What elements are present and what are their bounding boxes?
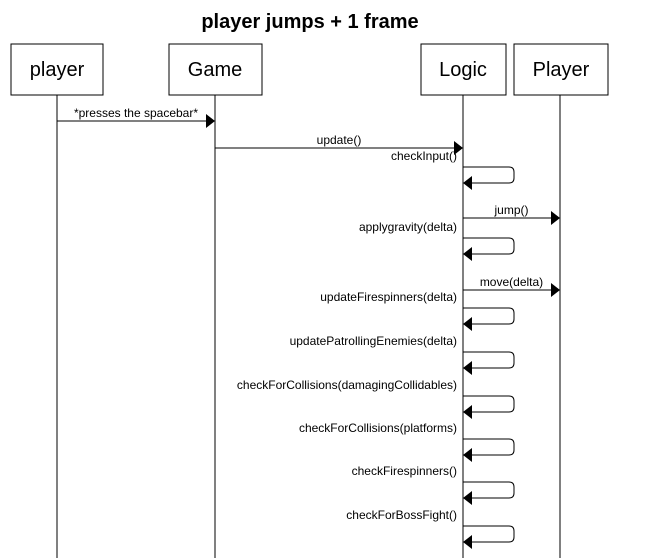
message-label: checkForBossFight() — [346, 508, 457, 522]
arrowhead — [463, 317, 472, 331]
message-label: checkInput() — [391, 149, 457, 163]
message-line — [463, 395, 515, 413]
message-label: checkForCollisions(platforms) — [299, 421, 457, 435]
arrowhead — [463, 247, 472, 261]
messages: *presses the spacebar* update() checkInput… — [57, 106, 560, 549]
message-label: applygravity(delta) — [359, 220, 457, 234]
message: checkInput() — [391, 149, 515, 190]
message-label: checkForCollisions(damagingCollidables) — [237, 378, 457, 392]
arrowhead — [206, 114, 215, 128]
message: applygravity(delta) — [359, 220, 515, 261]
message: updateFirespinners(delta) — [320, 290, 515, 331]
participant-label: Player — [533, 59, 590, 81]
arrowhead — [551, 283, 560, 297]
arrowhead — [454, 141, 463, 155]
participant-box — [10, 43, 104, 96]
message: checkForBossFight() — [346, 508, 515, 549]
message-line — [463, 166, 515, 184]
message-label: move(delta) — [480, 275, 543, 289]
participant-player-object: Player — [513, 43, 609, 96]
message-line — [463, 525, 515, 543]
message-line — [463, 351, 515, 369]
arrowhead — [463, 491, 472, 505]
arrowhead — [463, 448, 472, 462]
message: checkForCollisions(damagingCollidables) — [237, 378, 515, 419]
message: checkFirespinners() — [352, 464, 515, 505]
message-label: updatePatrollingEnemies(delta) — [290, 334, 457, 348]
arrowhead — [463, 361, 472, 375]
message: jump() — [463, 203, 560, 225]
message: update() — [215, 133, 463, 155]
message-line — [463, 481, 515, 499]
message-label: updateFirespinners(delta) — [320, 290, 457, 304]
message-label: jump() — [493, 203, 528, 217]
participant-box — [420, 43, 507, 96]
arrowhead — [551, 211, 560, 225]
participant-box — [513, 43, 609, 96]
diagram-title: player jumps + 1 frame — [201, 11, 418, 33]
message-label: *presses the spacebar* — [74, 106, 198, 120]
arrowhead — [463, 535, 472, 549]
message-line — [463, 307, 515, 325]
message-line — [463, 237, 515, 255]
participant-label: Logic — [439, 59, 487, 81]
participant-logic: Logic — [420, 43, 507, 96]
message: updatePatrollingEnemies(delta) — [290, 334, 515, 375]
participant-label: Game — [188, 59, 242, 81]
message: checkForCollisions(platforms) — [299, 421, 515, 462]
message-line — [463, 438, 515, 456]
message: move(delta) — [463, 275, 560, 297]
participant-box — [168, 43, 263, 96]
arrowhead — [463, 176, 472, 190]
participant-player: player — [10, 43, 104, 96]
participant-game: Game — [168, 43, 263, 96]
arrowhead — [463, 405, 472, 419]
participant-label: player — [30, 59, 85, 81]
message-label: checkFirespinners() — [352, 464, 457, 478]
message-label: update() — [317, 133, 362, 147]
message: *presses the spacebar* — [57, 106, 215, 128]
